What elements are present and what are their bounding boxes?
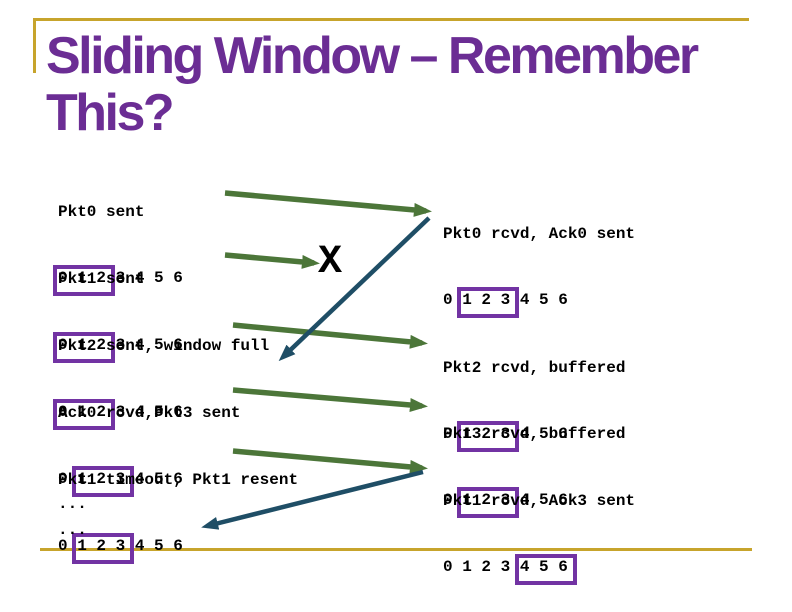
gold-bottom-border bbox=[40, 548, 752, 551]
seq-pre: 0 bbox=[443, 425, 463, 443]
seq-pre: 0 1 2 3 bbox=[443, 558, 520, 576]
seq-pre: 0 bbox=[58, 537, 78, 555]
event-label: Pkt1 sent bbox=[58, 270, 145, 288]
window-box: 1 2 3 bbox=[457, 287, 520, 318]
continuation-ellipsis: ...... bbox=[58, 491, 87, 543]
event-label: Pkt1 timeout, Pkt1 resent bbox=[58, 471, 299, 489]
ellipsis-line-1: ... bbox=[58, 495, 87, 513]
sender-event-pkt1-timeout: Pkt1 timeout, Pkt1 resent 0 1 2 3 4 5 6 bbox=[58, 425, 298, 601]
title-line-2: This? bbox=[46, 84, 175, 142]
packet-arrow-pkt0 bbox=[224, 190, 432, 217]
receiver-event-pkt0-rcvd: Pkt0 rcvd, Ack0 sent 0 1 2 3 4 5 6 bbox=[443, 179, 635, 355]
seq-post: 3 4 5 6 bbox=[106, 403, 183, 421]
event-label: Pkt0 sent bbox=[58, 203, 145, 221]
seq-post: 4 5 6 bbox=[510, 291, 568, 309]
receiver-event-pkt1-rcvd: Pkt1 rcvd, Ack3 sent 0 1 2 3 4 5 6 bbox=[443, 446, 635, 612]
seq-pre: 0 bbox=[443, 291, 463, 309]
window-box: 4 5 6 bbox=[514, 554, 577, 585]
seq-pre: 0 bbox=[58, 470, 78, 488]
sender-event-ack0-rcvd: Ack0 rcvd,Pkt3 sent 0 1 2 3 4 5 6 bbox=[58, 358, 240, 534]
seq-pre: 0 bbox=[443, 491, 463, 509]
event-label: Pkt1 rcvd, Ack3 sent bbox=[443, 492, 636, 510]
lost-packet-x-marker: X bbox=[318, 240, 343, 285]
seq-post: 4 5 6 bbox=[125, 470, 183, 488]
packet-arrow-pkt1-lost bbox=[224, 252, 320, 269]
seq-post: 3 4 5 6 bbox=[106, 336, 183, 354]
event-label: Pkt2 sent, window full bbox=[58, 337, 270, 355]
title-line-1: Sliding Window – Remember bbox=[46, 27, 699, 85]
event-label: Pkt0 rcvd, Ack0 sent bbox=[443, 225, 636, 243]
sequence-numbers: 0 1 2 3 4 5 6 bbox=[443, 554, 635, 585]
sequence-numbers: 0 1 2 3 4 5 6 bbox=[443, 287, 635, 318]
ack-arrow-ack0 bbox=[278, 216, 431, 362]
ellipsis-line-2: ... bbox=[58, 521, 87, 539]
gold-corner-border bbox=[33, 18, 749, 73]
event-label: Pkt2 rcvd, buffered bbox=[443, 359, 626, 377]
event-label: Ack0 rcvd,Pkt3 sent bbox=[58, 404, 241, 422]
event-label: Pkt3 rcvd, buffered bbox=[443, 425, 626, 443]
seq-post: 4 5 6 bbox=[125, 537, 183, 555]
seq-post: 3 4 5 6 bbox=[106, 269, 183, 287]
receiver-event-pkt3-rcvd: Pkt3 rcvd, buffered 0 1 2 3 4 5 6 bbox=[443, 379, 625, 555]
sequence-numbers: 0 1 2 3 4 5 6 bbox=[58, 533, 298, 564]
seq-post: 4 5 6 bbox=[510, 491, 568, 509]
seq-post: 4 5 6 bbox=[510, 425, 568, 443]
receiver-event-pkt2-rcvd: Pkt2 rcvd, buffered 0 1 2 3 4 5 6 bbox=[443, 313, 625, 489]
